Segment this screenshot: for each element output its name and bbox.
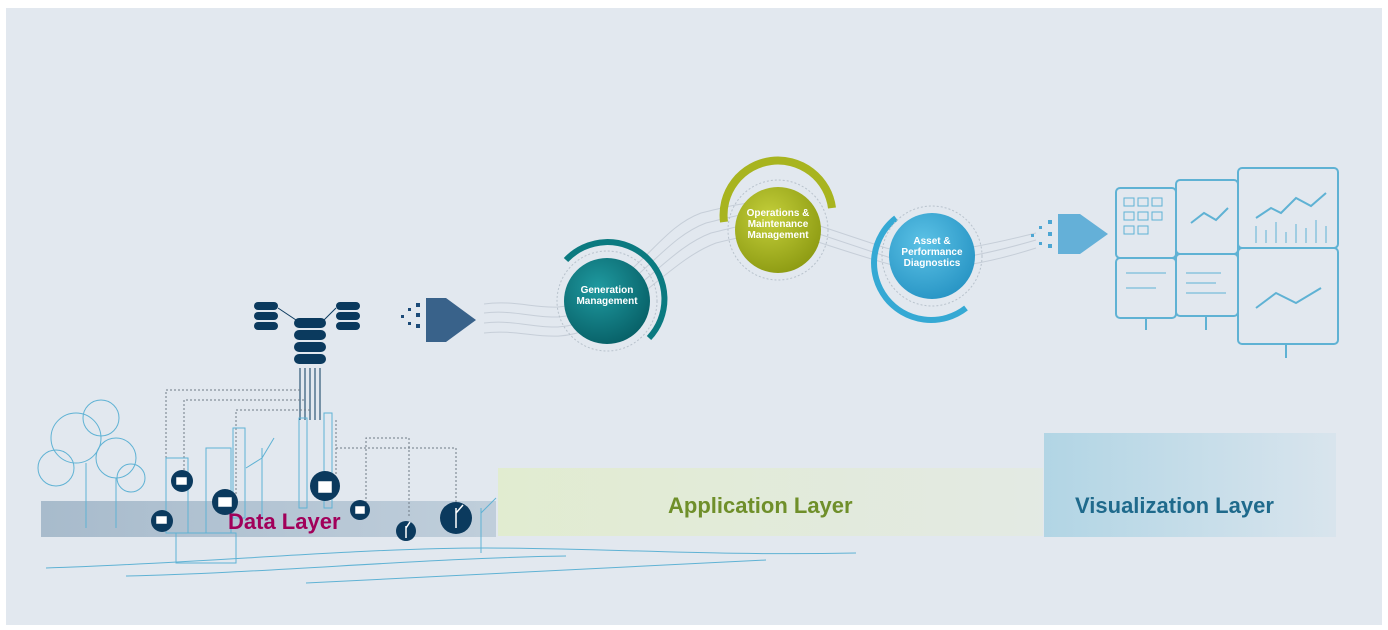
operations-maintenance-label: Operations & Maintenance Management bbox=[746, 208, 810, 241]
data-layer-label: Data Layer bbox=[228, 509, 341, 534]
data-layer-band bbox=[41, 501, 496, 537]
visualization-layer-label: Visualization Layer bbox=[1075, 493, 1274, 518]
asset-node bbox=[871, 205, 983, 324]
monitor-icon bbox=[1115, 167, 1339, 358]
diagram-scene bbox=[37, 156, 1339, 584]
pixel-arrow-icon bbox=[401, 298, 476, 342]
operations-node bbox=[719, 156, 836, 281]
generation-node bbox=[556, 239, 668, 352]
asset-performance-label: Asset & Performance Diagnostics bbox=[901, 236, 963, 269]
diagram-panel: Generation Management Operations & Maint… bbox=[6, 8, 1382, 625]
database-icon bbox=[294, 318, 326, 364]
application-layer-label: Application Layer bbox=[668, 493, 853, 518]
application-layer-band bbox=[498, 468, 1043, 536]
pixel-arrow-icon bbox=[1031, 214, 1108, 254]
visualization-layer-band bbox=[1044, 433, 1336, 537]
database-icon bbox=[254, 302, 278, 330]
city-sketch bbox=[37, 399, 857, 584]
database-icon bbox=[336, 302, 360, 330]
generation-management-label: Generation Management bbox=[576, 285, 638, 307]
